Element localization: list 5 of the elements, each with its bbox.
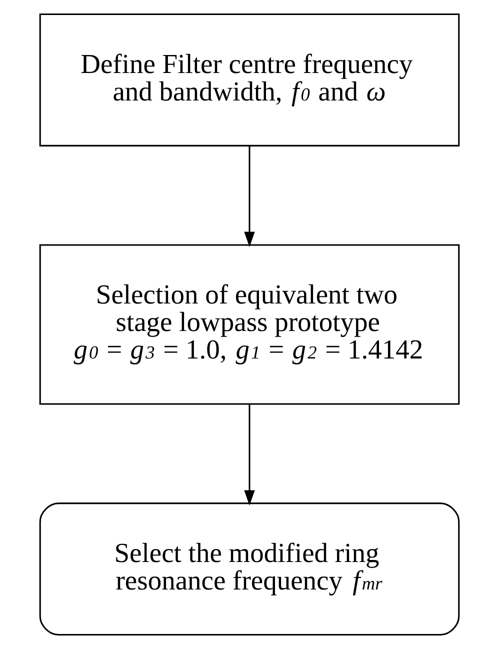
node-box: Define Filter centre frequency and bandwidth, f0 and ω — [39, 13, 460, 146]
arrow — [244, 404, 255, 506]
node-box: Select the modified ring resonance frequency fmr — [39, 502, 460, 636]
node-box: Selection of equivalent two stage lowpass prototype g0 = g3 = 1.0, g1 = g2 = 1.4142 — [39, 244, 460, 405]
arrow — [244, 146, 255, 248]
